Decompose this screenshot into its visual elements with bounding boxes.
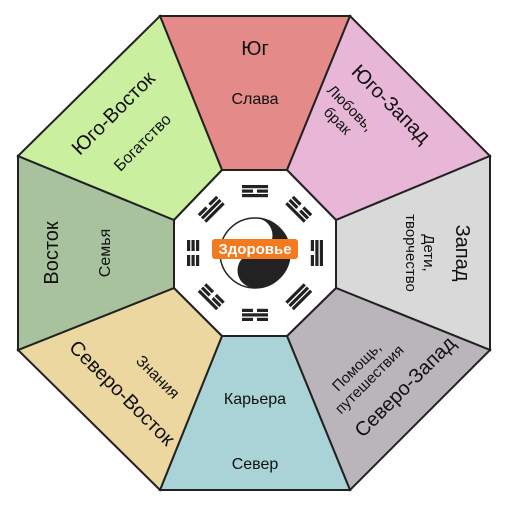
east-labels: Восток Семья bbox=[41, 221, 114, 285]
trigram-bottom-right bbox=[285, 283, 313, 311]
north-area: Карьера bbox=[224, 391, 286, 408]
west-direction: Запад bbox=[451, 225, 473, 282]
center-label-bg bbox=[212, 239, 298, 259]
west-labels: Запад Дети, творчество bbox=[402, 214, 473, 292]
north-direction: Север bbox=[232, 456, 279, 473]
center-label: Здоровье bbox=[218, 241, 291, 258]
west-area-line2: творчество bbox=[402, 214, 419, 292]
trigram-left bbox=[187, 240, 200, 266]
east-direction: Восток bbox=[41, 221, 63, 285]
trigram-top-left bbox=[197, 195, 225, 223]
trigrams bbox=[187, 185, 323, 321]
trigram-top bbox=[242, 185, 268, 198]
west-area-line1: Дети, bbox=[420, 234, 437, 271]
trigram-bottom-left bbox=[197, 283, 225, 311]
trigram-bottom bbox=[242, 308, 268, 321]
south-area: Слава bbox=[231, 91, 278, 108]
trigram-right bbox=[310, 240, 323, 266]
trigram-top-right bbox=[285, 195, 313, 223]
south-direction: Юг bbox=[241, 38, 269, 60]
east-area: Семья bbox=[97, 229, 114, 277]
